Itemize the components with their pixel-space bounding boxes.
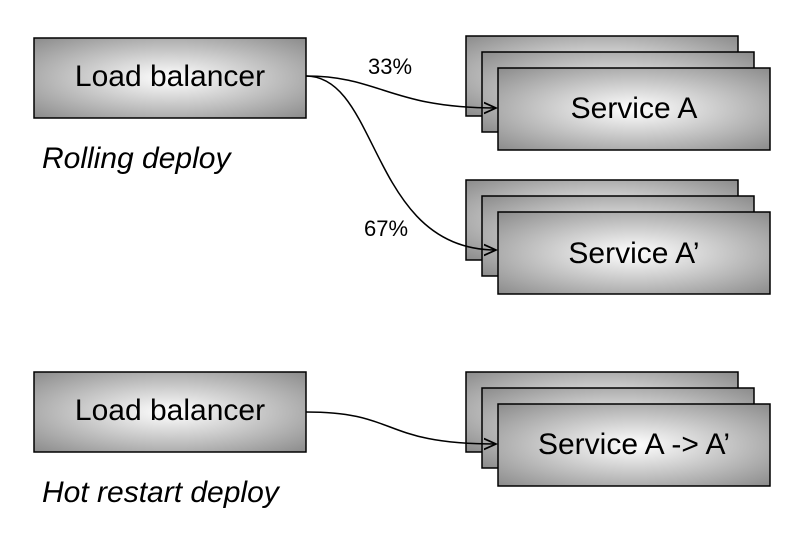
load-balancer-box-hot-restart: Load balancer [33, 371, 307, 453]
rolling-deploy-caption: Rolling deploy [42, 142, 232, 175]
rolling-deploy-section: Load balancer Rolling deploy Service A S… [33, 35, 771, 295]
arrow-to-service-a-prime [305, 75, 496, 250]
hot-restart-caption: Hot restart deploy [42, 476, 281, 509]
service-a-to-a-prime-stack: Service A -> A’ [465, 371, 771, 487]
service-a-prime-label: Service A’ [568, 237, 699, 270]
service-a-front-box [497, 67, 771, 151]
service-a-prime-stack: Service A’ [465, 179, 771, 295]
load-balancer-label-rolling: Load balancer [75, 60, 265, 93]
service-a-label: Service A [571, 92, 698, 125]
load-balancer-label-hot-restart: Load balancer [75, 394, 265, 427]
service-a-stack: Service A [465, 35, 771, 151]
load-balancer-box-rolling: Load balancer [33, 37, 307, 119]
traffic-split-old: 33% [368, 54, 412, 79]
traffic-split-new: 67% [364, 216, 408, 241]
service-swap-front-box [497, 403, 771, 487]
arrow-to-service-a [305, 75, 496, 108]
arrow-to-service-swap [305, 411, 496, 444]
hot-restart-section: Load balancer Hot restart deploy Service… [33, 371, 771, 509]
service-swap-label: Service A -> A’ [538, 428, 730, 461]
service-a-prime-front-box [497, 211, 771, 295]
